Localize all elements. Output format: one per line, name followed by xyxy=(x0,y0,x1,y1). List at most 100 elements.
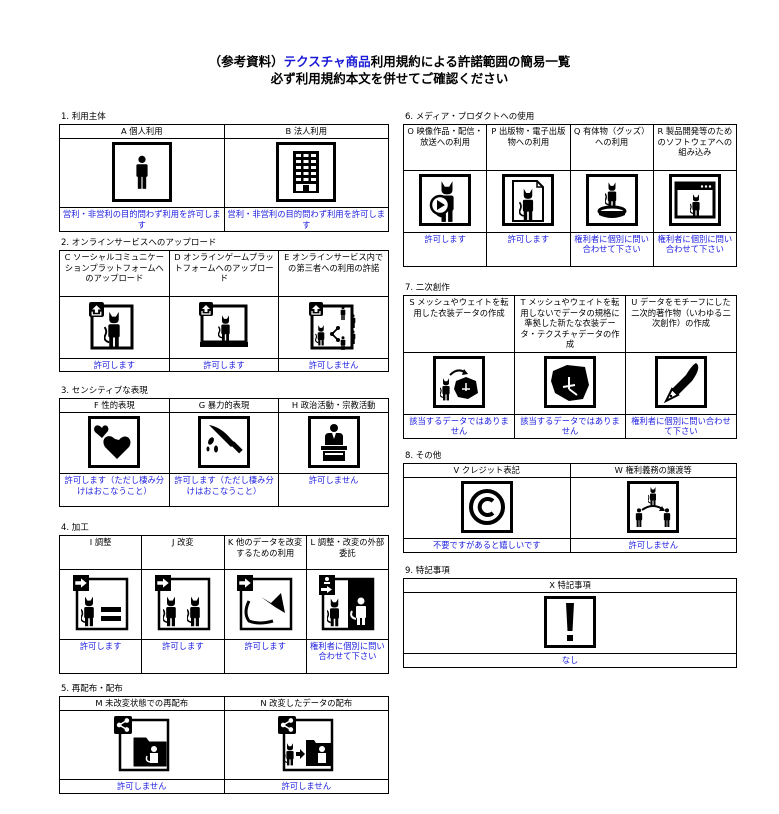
section-label: 1. 利用主体 xyxy=(61,112,106,122)
document-cat-icon xyxy=(502,174,555,226)
result-text: 許可します xyxy=(486,231,571,267)
item-header: G 暴力的表現 xyxy=(168,398,280,413)
person-icon xyxy=(111,141,172,202)
section-processing: 4. 加工 I 調整 J 改変 K 他のデータを改変するための利用 L 調整・改… xyxy=(58,523,390,674)
share-modified-folder-icon xyxy=(276,713,337,774)
speaker-podium-icon xyxy=(307,415,360,468)
permission-table: C ソーシャルコミュニケーションプラットフォームへのアップロード D オンライン… xyxy=(59,250,389,372)
item-header: M 未改変状態での再配布 xyxy=(59,696,225,711)
item-header: P 出版物・電子出版物への利用 xyxy=(486,124,571,171)
item-header: L 調整・改変の外部委託 xyxy=(305,535,390,570)
title-suffix: 利用規約による許諾範囲の簡易一覧 xyxy=(370,54,571,69)
item-header: V クレジット表記 xyxy=(403,463,571,478)
result-text: 権利者に個別に問い合わせて下さい xyxy=(652,231,738,267)
result-text: 権利者に個別に問い合わせて下さい xyxy=(625,413,737,439)
item-header: N 改変したデータの配布 xyxy=(223,696,389,711)
section-label: 6. メディア・プロダクトへの使用 xyxy=(405,112,535,122)
result-text: 権利者に個別に問い合わせて下さい xyxy=(305,638,390,674)
upload-share-people-icon xyxy=(307,300,360,352)
knife-blood-icon xyxy=(197,415,250,468)
item-header: U データをモチーフにした二次的著作物（いわゆる二次創作）の作成 xyxy=(625,295,737,353)
result-text: 許可します xyxy=(402,231,488,267)
exclamation-icon xyxy=(544,595,596,648)
item-header: J 改変 xyxy=(141,535,225,570)
outsource-icon xyxy=(317,573,378,633)
result-text: 許可します xyxy=(168,357,280,372)
modify-cats-icon xyxy=(152,573,213,633)
result-text: 許可します（ただし棲み分けはおこなうこと） xyxy=(168,473,280,507)
section-label: 5. 再配布・配布 xyxy=(61,684,123,694)
result-text: 許可します xyxy=(223,638,307,674)
result-text: 許可しません xyxy=(59,779,225,794)
software-window-cat-icon xyxy=(668,174,721,226)
section-label: 8. その他 xyxy=(405,451,442,461)
item-header: Q 有体物（グッズ）への利用 xyxy=(569,124,654,171)
item-header: A 個人利用 xyxy=(59,124,225,139)
permission-table: F 性的表現 G 暴力的表現 H 政治活動・宗教活動 許可します（ただし棲み分け… xyxy=(59,398,389,507)
section-usage-subject: 1. 利用主体 A 個人利用 B 法人利用 営利・非営利の目的問わず利用を許可し… xyxy=(59,112,389,232)
result-text: 該当するデータではありません xyxy=(514,413,626,439)
cat-to-clothes-icon xyxy=(433,356,485,408)
item-header: C ソーシャルコミュニケーションプラットフォームへのアップロード xyxy=(59,250,170,297)
copyright-icon xyxy=(460,480,513,533)
item-header: O 映像作品・配信・放送への利用 xyxy=(402,124,488,171)
result-text: 許可します（ただし棲み分けはおこなうこと） xyxy=(59,473,170,507)
item-header: K 他のデータを改変するための利用 xyxy=(223,535,307,570)
section-other: 8. その他 V クレジット表記 W 権利義務の譲渡等 不要ですがあると嬉しいで… xyxy=(403,451,737,553)
item-header: X 特記事項 xyxy=(403,578,737,593)
result-text: 許可しません xyxy=(278,357,389,372)
result-text: なし xyxy=(403,653,737,668)
result-text: 許可します xyxy=(59,357,170,372)
permission-table: A 個人利用 B 法人利用 営利・非営利の目的問わず利用を許可します 営利・非営… xyxy=(59,124,389,232)
result-text: 権利者に個別に問い合わせて下さい xyxy=(569,231,654,267)
upload-monitor-cat-icon xyxy=(197,300,250,352)
result-text: 不要ですがあると嬉しいです xyxy=(403,538,571,553)
office-building-icon xyxy=(276,141,337,202)
item-header: W 権利義務の譲渡等 xyxy=(569,463,737,478)
clothes-icon xyxy=(544,356,596,408)
result-text: 営利・非営利の目的問わず利用を許可します xyxy=(223,207,389,232)
permission-table: I 調整 J 改変 K 他のデータを改変するための利用 L 調整・改変の外部委託… xyxy=(58,535,390,674)
section-label: 7. 二次創作 xyxy=(405,283,450,293)
section-label: 3. センシティブな表現 xyxy=(61,386,148,396)
section-sensitive-expression: 3. センシティブな表現 F 性的表現 G 暴力的表現 H 政治活動・宗教活動 … xyxy=(59,386,389,507)
item-header: R 製品開発等のためのソフトウェアへの組み込み xyxy=(652,124,738,171)
page-subtitle: 必ず利用規約本文を併せてご確認ください xyxy=(270,71,509,86)
section-label: 2. オンラインサービスへのアップロード xyxy=(61,238,217,248)
item-header: E オンラインサービス内での第三者への利用の許諾 xyxy=(278,250,389,297)
item-header: D オンラインゲームプラットフォームへのアップロード xyxy=(168,250,280,297)
permission-table: X 特記事項 なし xyxy=(403,578,737,668)
result-text: 許可しません xyxy=(278,473,389,507)
result-text: 許可しません xyxy=(223,779,389,794)
result-text: 該当するデータではありません xyxy=(403,413,515,439)
section-media-product: 6. メディア・プロダクトへの使用 O 映像作品・配信・放送への利用 P 出版物… xyxy=(402,112,738,267)
item-header: S メッシュやウェイトを転用した衣装データの作成 xyxy=(403,295,515,353)
permission-table: M 未改変状態での再配布 N 改変したデータの配布 許可しません 許可しません xyxy=(59,696,389,794)
result-text: 許可します xyxy=(141,638,225,674)
title-highlight: テクスチャ商品 xyxy=(283,54,371,69)
adjust-equal-icon xyxy=(70,573,131,633)
item-header: F 性的表現 xyxy=(59,398,170,413)
section-redistribution: 5. 再配布・配布 M 未改変状態での再配布 N 改変したデータの配布 許可しま… xyxy=(59,684,389,794)
section-label: 4. 加工 xyxy=(61,523,89,533)
section-derivative-works: 7. 二次創作 S メッシュやウェイトを転用した衣装データの作成 T メッシュや… xyxy=(403,283,737,439)
result-text: 営利・非営利の目的問わず利用を許可します xyxy=(59,207,225,232)
hearts-icon xyxy=(88,415,141,468)
title-prefix: （参考資料） xyxy=(208,54,284,69)
permission-table: S メッシュやウェイトを転用した衣装データの作成 T メッシュやウェイトを転用し… xyxy=(403,295,737,439)
permission-table: O 映像作品・配信・放送への利用 P 出版物・電子出版物への利用 Q 有体物（グ… xyxy=(402,124,738,267)
result-text: 許可します xyxy=(58,638,143,674)
section-label: 9. 特記事項 xyxy=(405,566,450,576)
section-special-notes: 9. 特記事項 X 特記事項 なし xyxy=(403,566,737,668)
item-header: T メッシュやウェイトを転用しないでデータの規格に準拠した新たな衣装データ・テク… xyxy=(514,295,626,353)
share-folder-icon xyxy=(111,713,172,774)
item-header: H 政治活動・宗教活動 xyxy=(278,398,389,413)
modify-other-data-icon xyxy=(235,573,296,633)
result-text: 許可しません xyxy=(569,538,737,553)
page-title: （参考資料）テクスチャ商品利用規約による許諾範囲の簡易一覧 xyxy=(0,54,779,70)
video-play-cat-icon xyxy=(419,174,472,226)
permission-table: V クレジット表記 W 権利義務の譲渡等 不要ですがあると嬉しいです 許可しませ… xyxy=(403,463,737,553)
section-online-upload: 2. オンラインサービスへのアップロード C ソーシャルコミュニケーションプラッ… xyxy=(59,238,389,372)
figure-goods-icon xyxy=(585,174,638,226)
transfer-rights-icon xyxy=(627,480,680,533)
